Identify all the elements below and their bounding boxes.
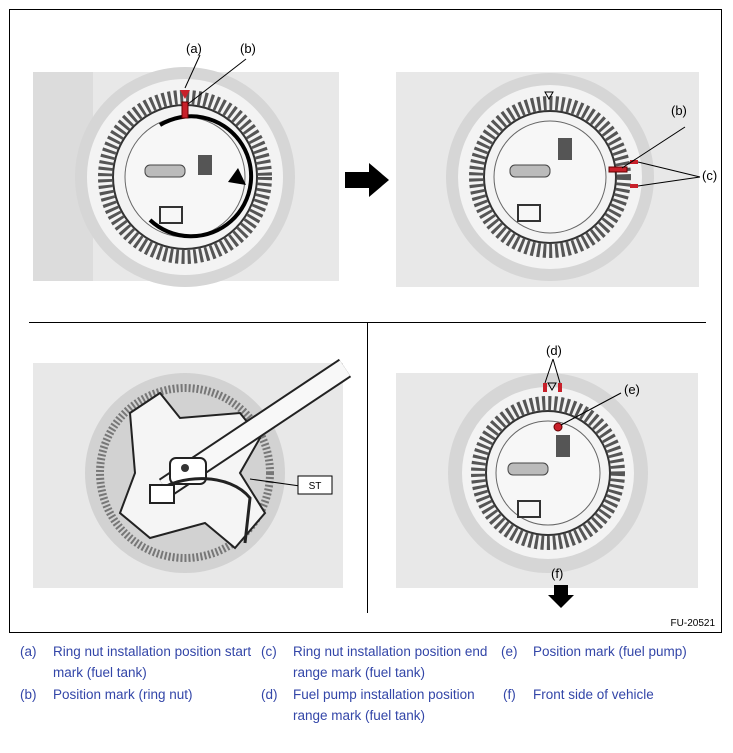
legend-letter-b: (b) — [20, 687, 37, 702]
legend: (a) Ring nut installation position start… — [0, 639, 733, 753]
position-mark-b — [608, 166, 628, 173]
position-mark-b — [181, 101, 189, 119]
legend-text-f: Front side of vehicle — [533, 687, 654, 702]
callout-b-2: (b) — [671, 103, 687, 118]
legend-letter-e: (e) — [501, 644, 518, 659]
position-mark-e — [553, 422, 563, 432]
legend-text-c: Ring nut installation position end range… — [293, 644, 488, 680]
end-range-mark-c-1 — [630, 160, 638, 164]
start-mark-a — [180, 90, 190, 99]
panel-special-tool: ST — [33, 358, 352, 588]
legend-text-b: Position mark (ring nut) — [53, 687, 193, 702]
legend-letter-f: (f) — [503, 687, 516, 702]
legend-letter-a: (a) — [20, 644, 37, 659]
legend-letter-d: (d) — [261, 687, 278, 702]
legend-text-e: Position mark (fuel pump) — [533, 644, 687, 659]
figure-frame: (a) (b) (b) (c) — [9, 9, 722, 633]
next-step-arrow-icon — [345, 163, 389, 197]
legend-text-d: Fuel pump installation position range ma… — [293, 687, 475, 723]
callout-f: (f) — [551, 566, 563, 581]
panel-ring-nut-end: (b) (c) — [396, 72, 717, 287]
callout-a: (a) — [186, 41, 202, 56]
legend-text-a: Ring nut installation position start mar… — [53, 644, 252, 680]
special-tool-label: ST — [309, 481, 322, 492]
panel-ring-nut-start: (a) (b) — [33, 41, 339, 287]
range-mark-d-1 — [543, 383, 547, 392]
front-direction-arrow-icon — [548, 585, 574, 608]
callout-c: (c) — [702, 168, 717, 183]
rotation-arrow-icon — [148, 114, 254, 239]
divider-vertical — [367, 322, 368, 613]
end-range-mark-c-2 — [630, 184, 638, 188]
callout-d: (d) — [546, 343, 562, 358]
callout-e: (e) — [624, 382, 640, 397]
legend-letter-c: (c) — [261, 644, 277, 659]
callout-b: (b) — [240, 41, 256, 56]
range-mark-d-2 — [558, 383, 562, 392]
panel-fuel-pump-position: (d) (e) (f) — [396, 343, 698, 608]
figure-id: FU-20521 — [670, 618, 715, 629]
